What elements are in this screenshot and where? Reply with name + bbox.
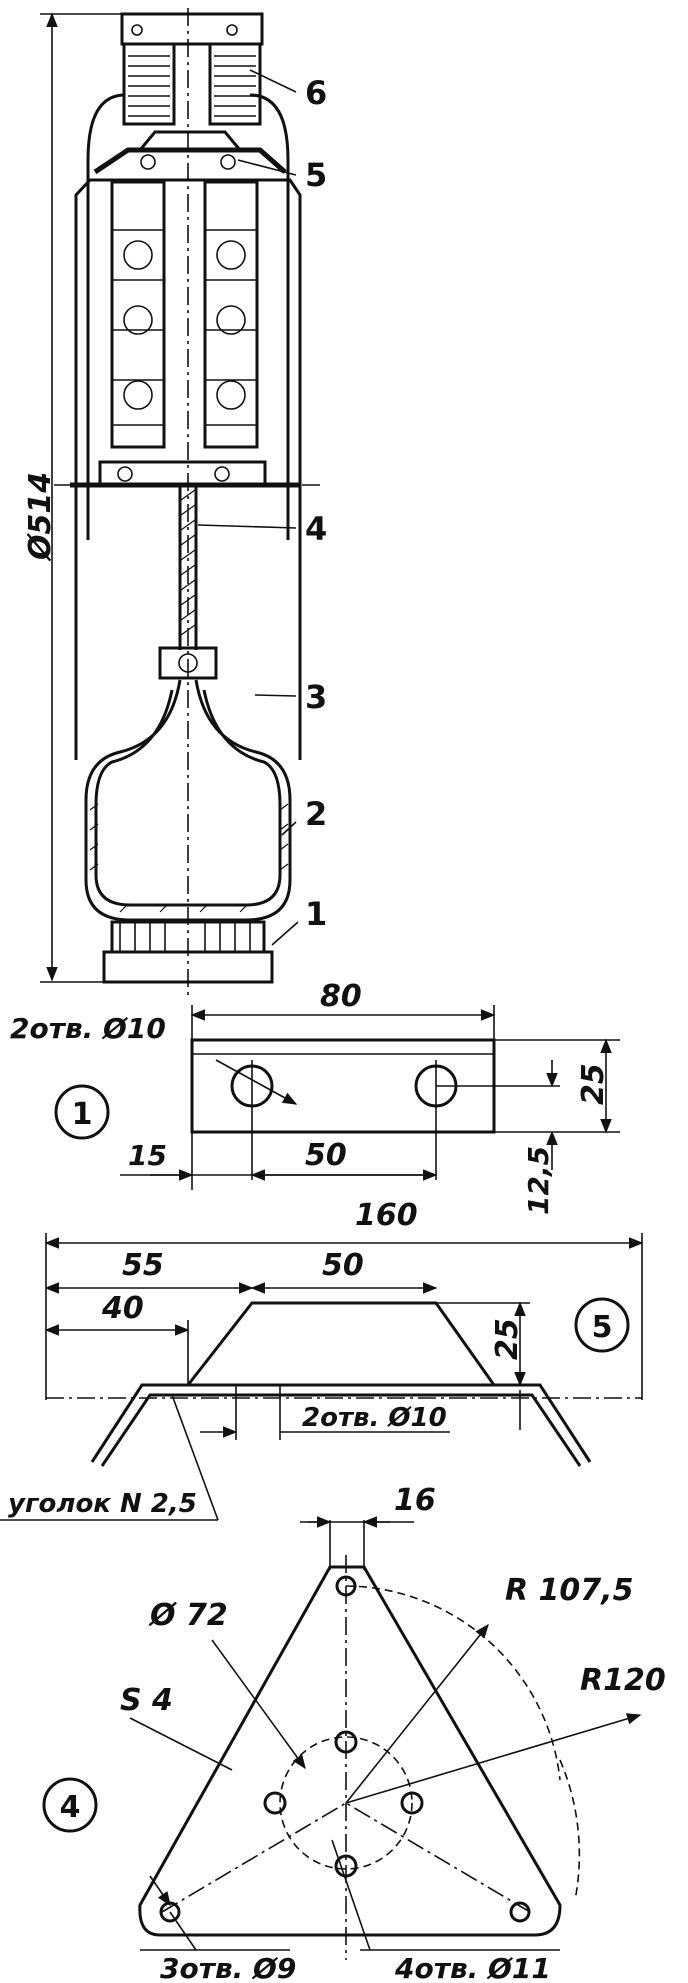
part-5-dim-b: 50 [322,1248,364,1283]
part-1-length: 80 [320,979,362,1014]
part-5-material: уголок N 2,5 [8,1489,197,1519]
part-5-angle [90,1383,592,1467]
outer-frame [86,93,290,540]
diameter-dimension: Ø514 [23,12,122,983]
part-4-center-holes: 4отв. Ø11 [394,1952,551,1983]
top-cap [120,12,264,46]
callout-4: 4 [305,510,327,548]
part-4-drawing: 16 R 107,5 R120 Ø 72 S 4 4 [42,1483,666,1983]
part-4-bolt-circle-label: Ø 72 [148,1598,228,1633]
part-5-id: 5 [592,1310,613,1345]
part-5-length: 160 [355,1198,418,1233]
callouts: 6 5 4 3 2 1 [197,69,327,946]
part-5-holes: 2отв. Ø10 [302,1403,447,1433]
overall-diameter-label: Ø514 [23,472,58,562]
part-5-height: 25 [490,1318,525,1360]
callout-3: 3 [305,678,327,716]
bracket-5 [93,147,287,175]
callout-1: 1 [305,895,327,933]
part-5-bracket [184,1301,497,1387]
callout-6: 6 [305,74,327,112]
top-springs [122,24,262,126]
part-4-radius-small: R 107,5 [505,1573,633,1608]
outer-cover [74,178,302,760]
part-5-dim-c: 40 [101,1291,144,1326]
part-5-dim-a: 55 [122,1248,164,1283]
chain-column [110,180,259,449]
assembly-view [54,8,320,995]
part-1-holes: 2отв. Ø10 [10,1012,166,1045]
part-1-spacing: 50 [305,1138,347,1173]
part-4-plate [138,1565,562,1937]
part-4-corner-holes: 3отв. Ø9 [160,1952,296,1983]
part-4-id: 4 [60,1790,81,1825]
part-5-drawing: 160 55 50 40 25 2отв. Ø10 уголок N 2,5 [0,1198,644,1521]
part-4-radius-large: R120 [580,1663,666,1698]
callout-2: 2 [305,795,327,833]
part-4-width-top: 16 [394,1483,436,1518]
part-1-id: 1 [72,1097,93,1132]
center-bolt [158,646,218,680]
part-1-height: 25 [576,1063,611,1105]
part-1-drawing: 80 2отв. Ø10 25 12,5 15 50 1 [10,979,620,1215]
plate-4-web [178,485,198,650]
callout-5: 5 [305,156,327,194]
part-1-offset: 12,5 [522,1146,555,1215]
part-4-thickness: S 4 [120,1683,173,1718]
part-4-bolt-circle [279,1736,413,1870]
part-1-left: 15 [128,1139,167,1172]
